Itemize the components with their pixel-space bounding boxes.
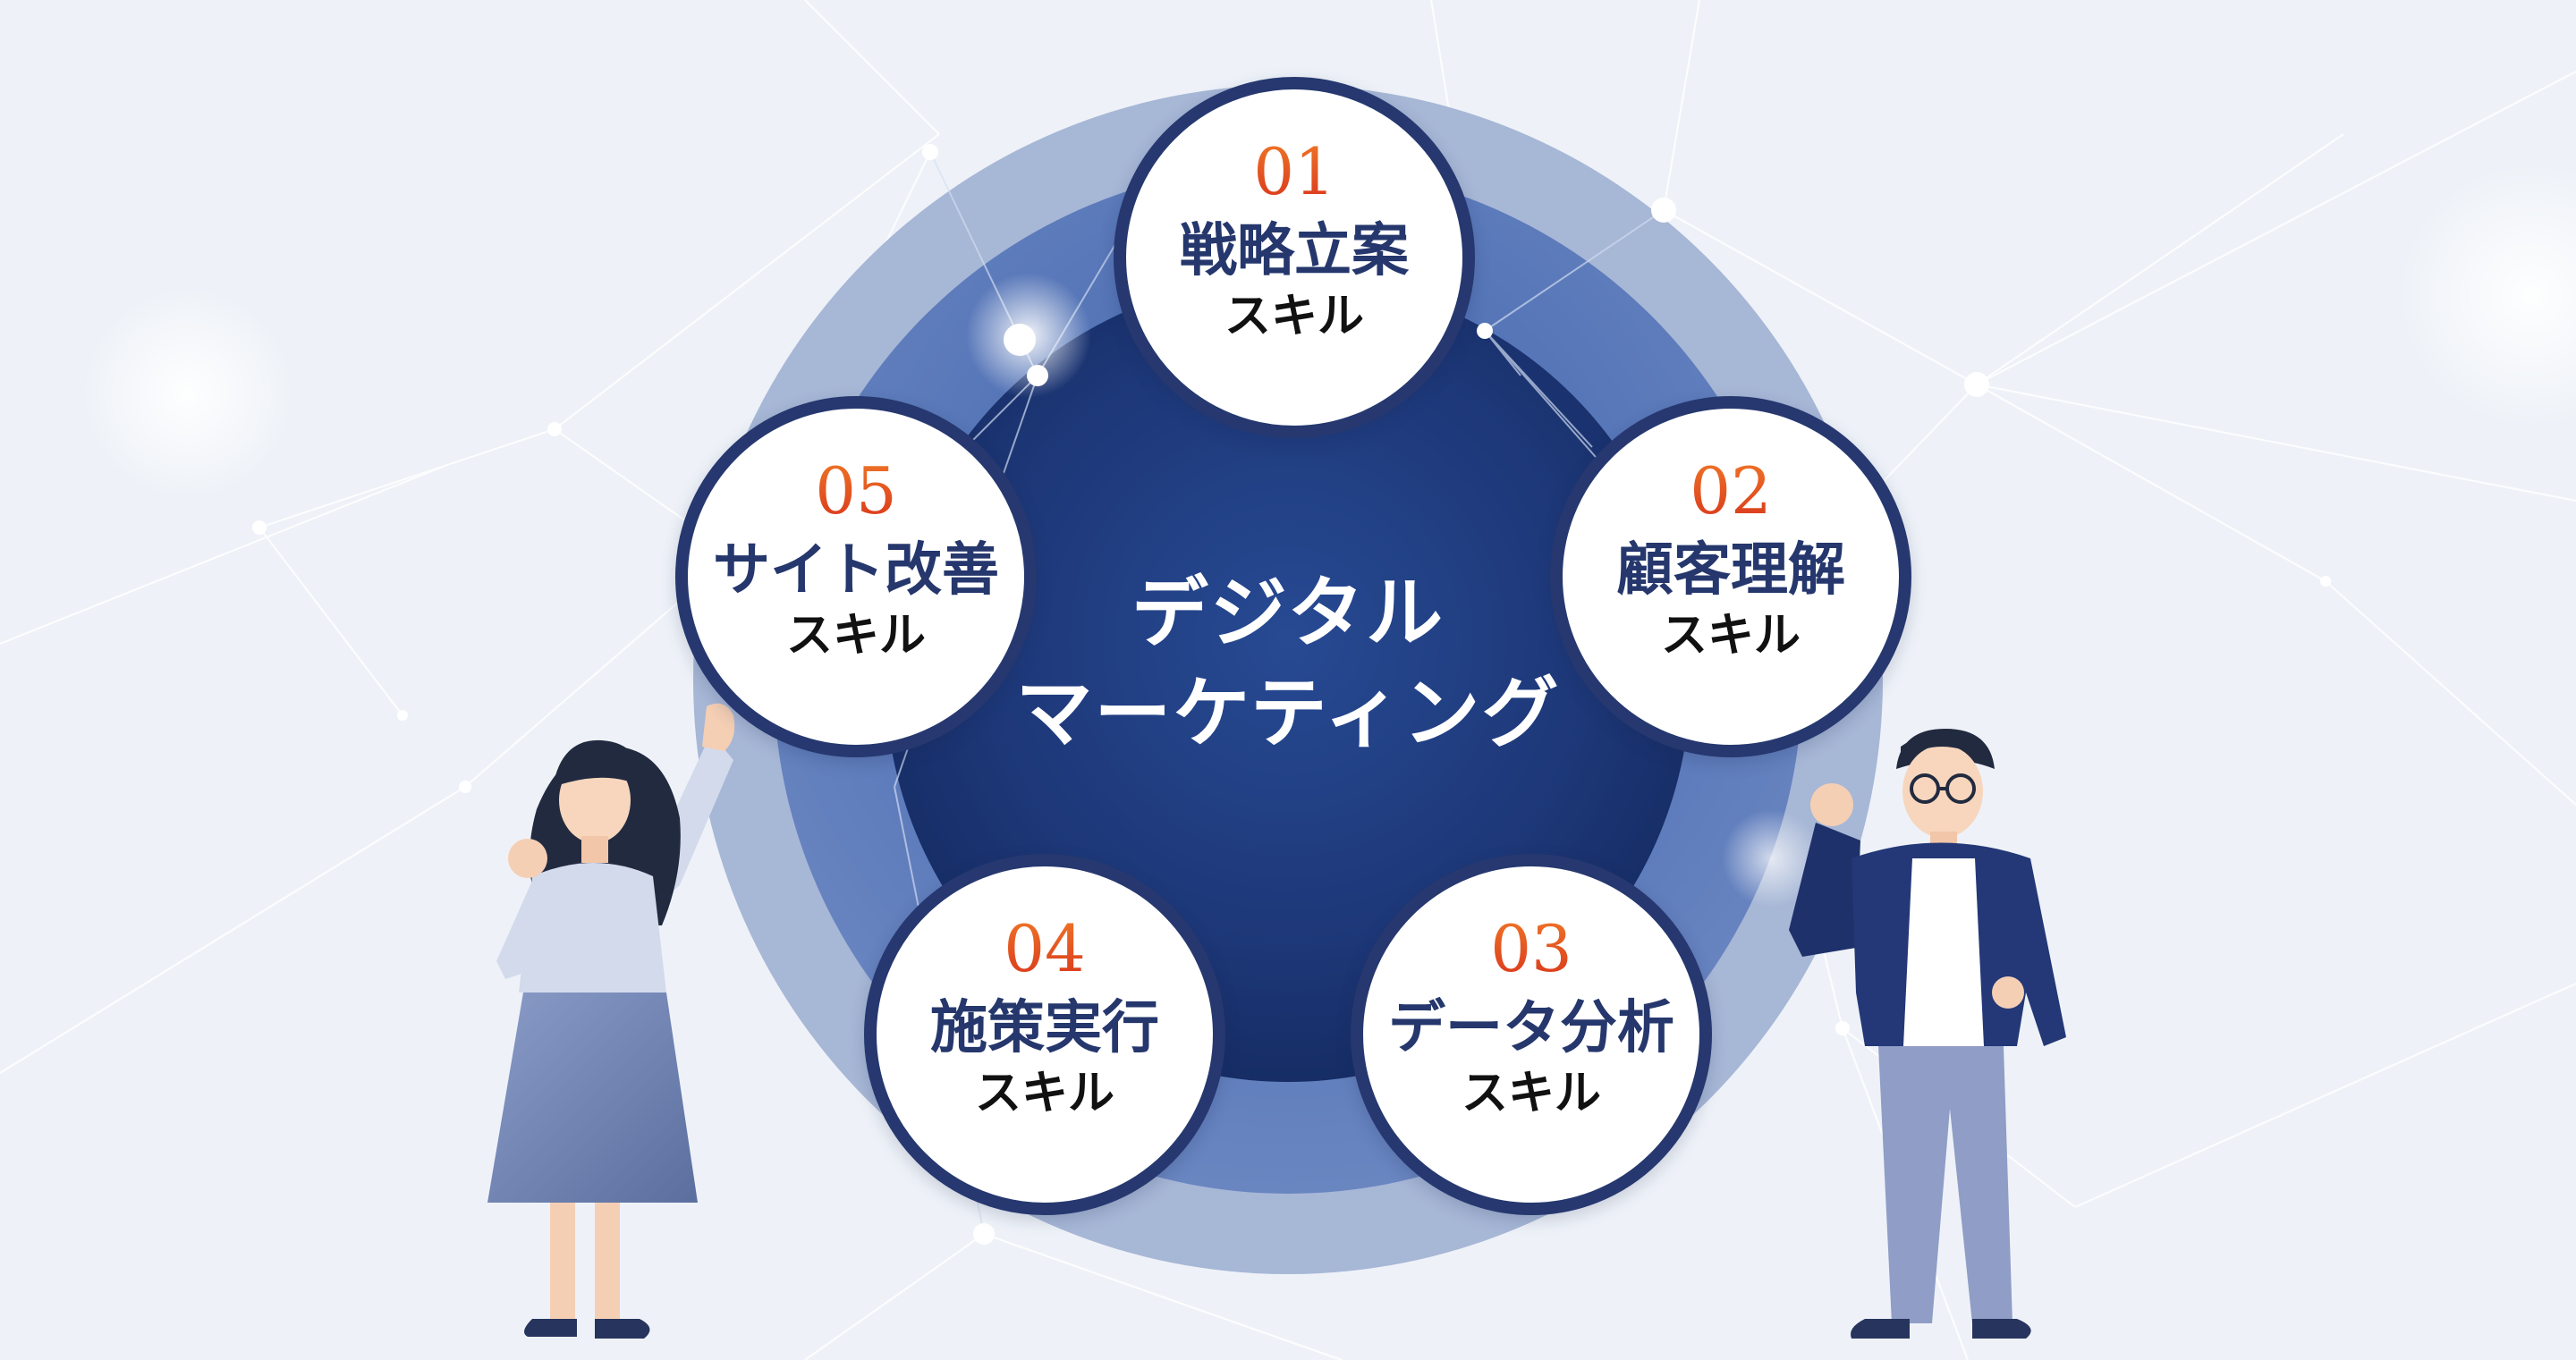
- center-title-line2: マーケティング: [1015, 669, 1561, 758]
- skill-circle-01: 01 戦略立案 スキル: [1114, 77, 1475, 438]
- center-title: デジタル マーケティング: [894, 563, 1682, 764]
- skill-number: 03: [1363, 911, 1699, 986]
- skill-name: サイト改善: [713, 537, 999, 604]
- skill-name: 施策実行: [930, 995, 1159, 1061]
- skill-kind: スキル: [1224, 290, 1364, 343]
- skill-kind: スキル: [974, 1067, 1114, 1120]
- skill-circle-02: 02 顧客理解 スキル: [1550, 396, 1911, 757]
- skill-number: 05: [688, 453, 1024, 528]
- woman-illustration: [487, 703, 735, 1339]
- skill-circle-04: 04 施策実行 スキル: [864, 854, 1225, 1215]
- skill-circle-03: 03 データ分析 スキル: [1351, 854, 1712, 1215]
- man-illustration: [1789, 729, 2066, 1339]
- skill-kind: スキル: [1461, 1067, 1601, 1120]
- skill-number: 01: [1126, 134, 1462, 209]
- center-title-line1: デジタル: [1131, 569, 1445, 658]
- skill-name: 戦略立案: [1180, 218, 1409, 284]
- skill-kind: スキル: [785, 609, 926, 663]
- skill-number: 04: [877, 911, 1213, 986]
- skill-number: 02: [1563, 453, 1899, 528]
- skill-circle-05: 05 サイト改善 スキル: [675, 396, 1037, 757]
- skill-kind: スキル: [1660, 609, 1801, 663]
- skill-name: データ分析: [1388, 995, 1674, 1061]
- skill-name: 顧客理解: [1616, 537, 1845, 604]
